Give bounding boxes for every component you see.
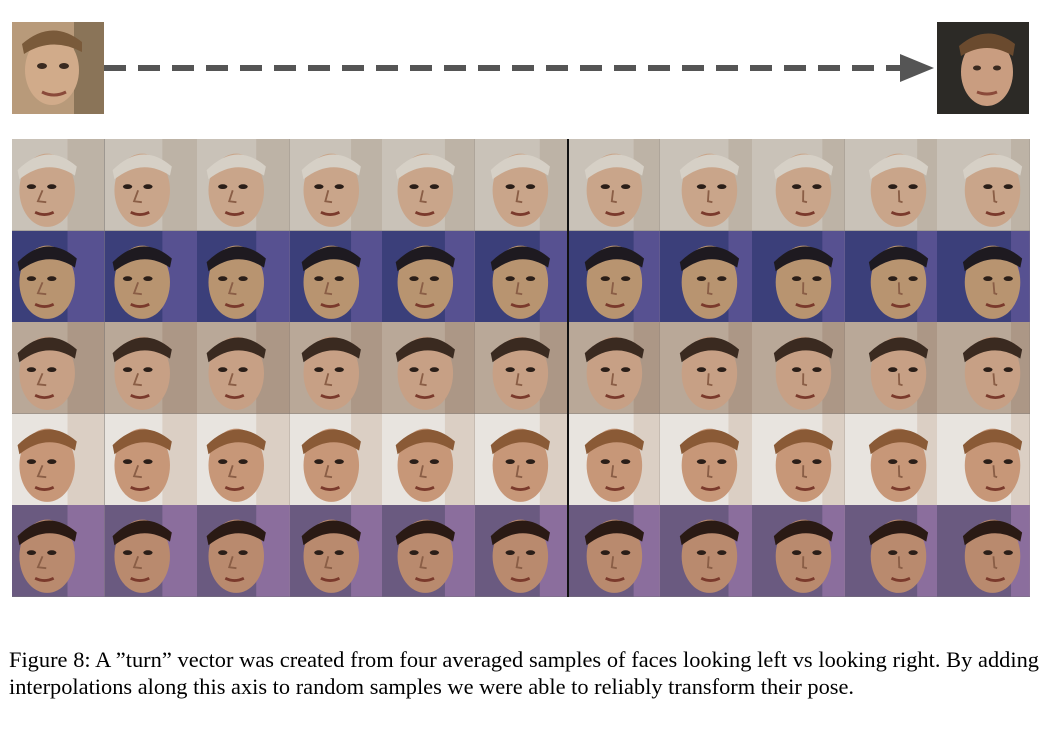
face-sample [844,230,938,323]
face-sample [12,505,105,597]
figure-caption: Figure 8: A ”turn” vector was created fr… [9,647,1039,699]
face-sample [12,139,105,231]
face-sample [844,322,938,414]
face-sample [289,230,383,323]
face-sample [382,230,475,323]
face-sample [104,230,198,323]
face-sample [567,505,660,597]
face-sample [567,322,660,414]
face-sample [844,413,938,506]
face-sample [937,413,1030,506]
face-sample [659,505,753,597]
face-sample [752,322,845,414]
face-sample [197,413,290,506]
face-sample [567,139,660,231]
face-sample [289,505,383,597]
face-sample [474,505,568,597]
face-sample [104,139,198,231]
face-sample [104,505,198,597]
face-sample [104,413,198,506]
face-sample [567,413,660,506]
face-sample [659,322,753,414]
face-sample [567,230,660,323]
face-sample [382,505,475,597]
face-sample [844,139,938,231]
face-sample [752,413,845,506]
face-sample [659,230,753,323]
face-sample [104,322,198,414]
face-sample [937,505,1030,597]
face-sample [289,413,383,506]
face-sample [197,505,290,597]
face-sample [937,230,1030,323]
face-sample [659,139,753,231]
face-sample [752,505,845,597]
face-sample [752,230,845,323]
face-sample [382,139,475,231]
face-sample [474,413,568,506]
face-sample [474,322,568,414]
face-sample [12,322,105,414]
face-sample [937,139,1030,231]
face-interpolation-grid [12,139,1030,597]
face-sample [752,139,845,231]
face-sample [12,230,105,323]
start-face-image [12,22,104,114]
face-sample [197,230,290,323]
grid-divider [567,139,569,597]
face-sample [197,322,290,414]
face-sample [474,230,568,323]
face-sample [937,322,1030,414]
face-sample [659,413,753,506]
face-sample [12,413,105,506]
face-sample [844,505,938,597]
face-sample [289,322,383,414]
face-sample [474,139,568,231]
face-sample [382,322,475,414]
end-face-image [937,22,1029,114]
dashed-right-arrow-icon [104,54,934,82]
face-sample [382,413,475,506]
face-sample [197,139,290,231]
face-sample [289,139,383,231]
